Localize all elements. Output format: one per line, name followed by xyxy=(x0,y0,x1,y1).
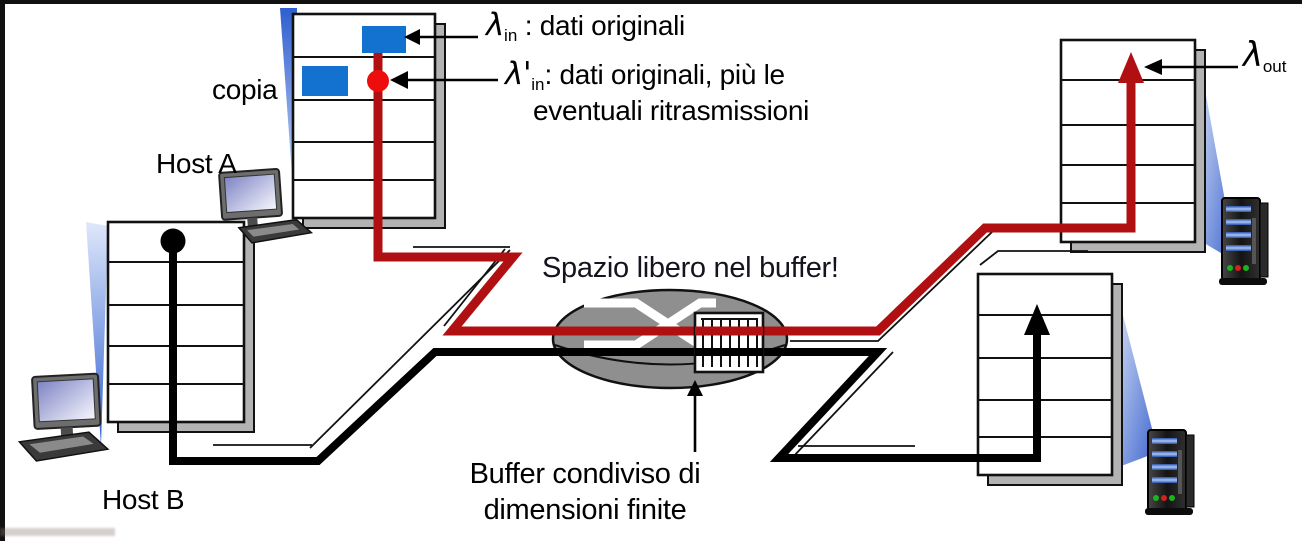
arrowhead-icon xyxy=(404,29,420,45)
red-packet-dot xyxy=(367,70,389,92)
black-packet-dot xyxy=(160,228,186,254)
lambda-subscript: out xyxy=(1262,57,1287,76)
link-outline xyxy=(979,250,1088,266)
server-tower-icon xyxy=(1145,429,1195,515)
buffer-hatch-icon xyxy=(693,311,765,374)
row-lines xyxy=(978,314,1112,438)
beam-server-bottom xyxy=(1114,280,1158,468)
cropped-text-artifact xyxy=(0,528,115,536)
shared-buffer-label-line2: dimensioni finite xyxy=(483,494,687,526)
free-space-label: Spazio libero nel buffer! xyxy=(542,252,839,284)
annotation-arrows xyxy=(402,35,1238,452)
arrowhead-icon xyxy=(390,71,408,89)
lambda-symbol: λ xyxy=(486,7,505,43)
lambda-subscript: in xyxy=(531,75,545,94)
lambda-in-prime-label: λ'in: dati originali, più le eventuali r… xyxy=(505,56,810,126)
lambda-in-label: λin : dati originali xyxy=(486,7,685,45)
lambda-in-prime-label-line2: eventuali ritrasmissioni xyxy=(533,94,810,126)
queue-receiver-bottom xyxy=(976,272,1114,477)
desktop-computer-icon xyxy=(218,168,314,244)
packet-copy xyxy=(302,66,348,96)
row-lines xyxy=(293,56,435,181)
lambda-subscript: in xyxy=(504,26,518,45)
lambda-out-label: λout xyxy=(1243,35,1287,77)
arrowhead-icon xyxy=(1144,59,1162,75)
link-outline xyxy=(790,231,993,342)
lambda-symbol: λ xyxy=(1243,35,1263,75)
copy-label: copia xyxy=(212,74,278,105)
link-outline xyxy=(443,248,506,327)
link-outline xyxy=(790,351,894,460)
packet-original xyxy=(362,26,406,53)
desktop-computer-icon xyxy=(17,372,110,462)
red-traffic-path xyxy=(373,40,1136,336)
lambda-symbol: λ' xyxy=(505,56,532,92)
annotation-arrowheads xyxy=(390,29,1162,396)
beam-host-b xyxy=(86,222,108,446)
black-traffic-path xyxy=(169,250,1041,465)
host-a-label: Host A xyxy=(156,148,237,179)
red-arrowhead-icon xyxy=(1118,52,1144,83)
host-b-label: Host B xyxy=(102,484,185,515)
server-tower-icon xyxy=(1219,197,1269,285)
link-outlines xyxy=(213,231,1088,460)
shared-buffer-label-line1: Buffer condiviso di xyxy=(469,458,701,490)
black-arrowhead-icon xyxy=(1024,304,1050,335)
link-outline xyxy=(309,249,511,449)
arrowhead-icon xyxy=(687,380,703,396)
shared-buffer-label: Buffer condiviso di dimensioni finite xyxy=(410,456,760,528)
